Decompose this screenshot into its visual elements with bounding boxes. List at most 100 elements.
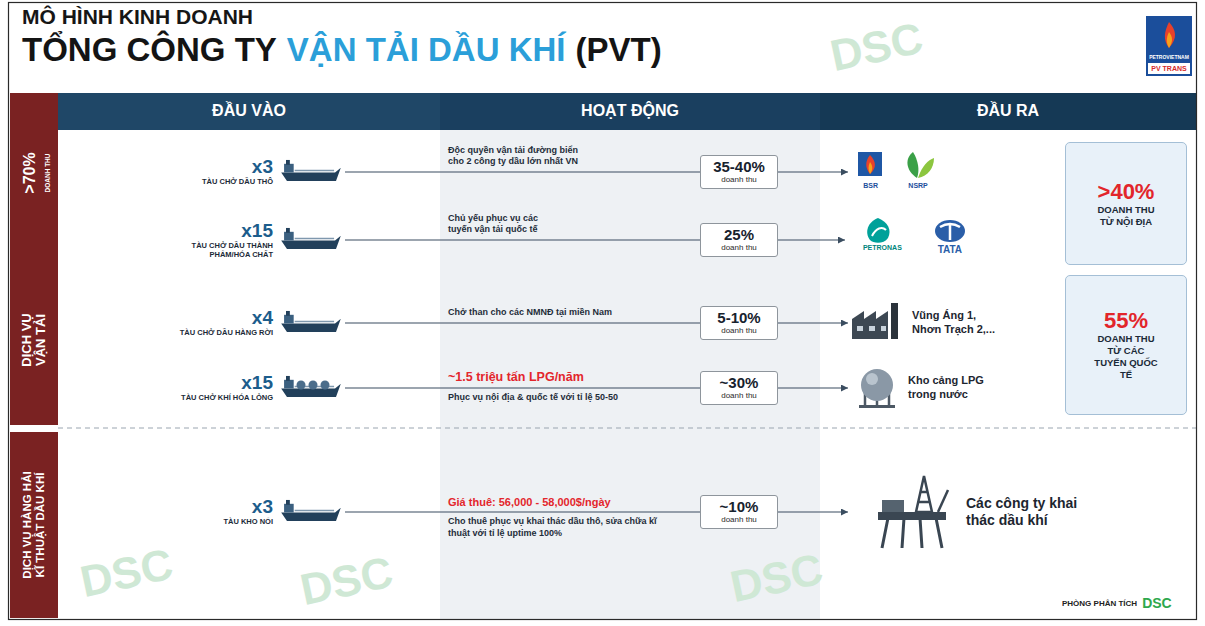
fleet-input: x3TÀU CHỞ DẦU THÔ bbox=[120, 157, 345, 186]
node-text: DOANH THU TỪ CÁC TUYẾN QUỐC TẾ bbox=[1090, 333, 1162, 381]
watermark: DSC bbox=[726, 544, 827, 612]
connector bbox=[778, 387, 848, 388]
title: MÔ HÌNH KINH DOANH bbox=[22, 5, 253, 29]
connector bbox=[778, 239, 845, 240]
customer-output: Kho cảng LPG trong nước bbox=[848, 367, 988, 409]
activity-highlight: Giá thuê: 56,000 - 58,000$/ngày bbox=[448, 496, 611, 508]
revenue-box: ~10%doanh thu bbox=[700, 495, 778, 529]
column-header: ĐẦU RA bbox=[977, 102, 1039, 120]
header-band bbox=[58, 93, 1196, 130]
section-divider bbox=[58, 428, 1196, 429]
node-text: TÀU CHỞ DẦU THÀNH PHẨM/HÓA CHẤT bbox=[153, 241, 273, 260]
revenue-box: 25%doanh thu bbox=[700, 223, 778, 257]
factory-window bbox=[881, 326, 886, 331]
power-plant-icon bbox=[852, 303, 898, 339]
frame bbox=[9, 3, 1197, 620]
revenue-box: 5-10%doanh thu bbox=[700, 306, 778, 340]
node-text: 55% bbox=[1104, 309, 1148, 333]
footer-text: PHÒNG PHÂN TÍCH bbox=[1062, 599, 1137, 608]
connector bbox=[345, 387, 700, 388]
ship-icon bbox=[281, 160, 341, 181]
tank-shine bbox=[866, 373, 878, 385]
node-text: TATA bbox=[938, 244, 962, 255]
activity-note: Cho thuê phục vụ khai thác dầu thô, sửa … bbox=[448, 516, 678, 539]
fleet-input: x15TÀU CHỞ KHÍ HÓA LỎNG bbox=[120, 373, 345, 402]
summary-box: >40%DOANH THU TỪ NỘI ĐỊA bbox=[1065, 142, 1187, 265]
segment-band: DỊCH VỤ HÀNG HẢI KĨ THUẬT DẦU KHÍ bbox=[10, 432, 58, 618]
nsrp-leaf bbox=[907, 152, 918, 178]
node-text: DỊCH VỤ HÀNG HẢI KĨ THUẬT DẦU KHÍ bbox=[21, 468, 47, 583]
node-text: Vũng Áng 1, Nhơn Trạch 2,... bbox=[912, 309, 1002, 337]
petronas-logo bbox=[867, 218, 889, 243]
column-header: ĐẦU VÀO bbox=[212, 102, 286, 120]
fleet-input: x15TÀU CHỞ DẦU THÀNH PHẨM/HÓA CHẤT bbox=[120, 221, 345, 260]
lpg-dome bbox=[297, 381, 306, 390]
logo-text: PETROVIETNAM bbox=[1149, 54, 1189, 60]
activity-note: Chở than cho các NMNĐ tại miền Nam bbox=[448, 307, 688, 319]
rig-legs bbox=[882, 518, 942, 548]
summary-box: 55%DOANH THU TỪ CÁC TUYẾN QUỐC TẾ bbox=[1065, 275, 1187, 415]
column-header: HOẠT ĐỘNG bbox=[581, 102, 679, 120]
node-text: doanh thu bbox=[709, 326, 769, 336]
node-text: DOANH THU bbox=[45, 154, 52, 193]
tank-sphere bbox=[861, 369, 893, 401]
ship-icon bbox=[281, 228, 341, 249]
revenue-box: 35-40%doanh thu bbox=[700, 155, 778, 189]
revenue-box: ~30%doanh thu bbox=[700, 371, 778, 405]
activity-note: Phục vụ nội địa & quốc tế với tỉ lệ 50-5… bbox=[448, 392, 693, 404]
oil-rig-icon bbox=[878, 476, 948, 548]
factory-body bbox=[852, 311, 888, 339]
connector bbox=[778, 322, 848, 323]
rig-flare bbox=[938, 490, 948, 512]
tata-mark bbox=[940, 224, 960, 240]
node-text: x15 bbox=[120, 373, 273, 393]
watermark: DSC bbox=[826, 13, 927, 81]
fleet-input: x3TÀU KHO NỔI bbox=[120, 497, 345, 526]
connector bbox=[345, 171, 700, 172]
node-text: TÀU CHỞ DẦU THÔ bbox=[153, 177, 273, 186]
factory-window bbox=[857, 326, 863, 331]
footer-logo: DSC bbox=[1142, 595, 1172, 611]
node-text: x15 bbox=[120, 221, 273, 241]
factory-window bbox=[869, 326, 875, 331]
node-text: >70% bbox=[22, 152, 38, 193]
connector bbox=[345, 511, 700, 512]
customer-output: Các công ty khai thác dầu khí bbox=[848, 472, 1096, 552]
node-text: TÀU CHỞ DẦU HÀNG RỜI bbox=[153, 328, 273, 337]
title-part: VẬN TẢI DẦU KHÍ bbox=[287, 31, 566, 69]
node-text: doanh thu bbox=[709, 243, 769, 253]
node-text: DỊCH VỤ VẬN TẢI bbox=[20, 305, 49, 375]
node-text: doanh thu bbox=[709, 515, 769, 525]
customer-logos: PETRONAS TATA bbox=[845, 216, 980, 255]
node-text: Kho cảng LPG trong nước bbox=[908, 374, 988, 402]
ship-icon bbox=[281, 311, 341, 332]
factory-chimney bbox=[891, 303, 898, 339]
nsrp-leaf bbox=[918, 158, 934, 178]
title-part: (PVT) bbox=[576, 31, 662, 69]
rig-derrick bbox=[916, 476, 932, 512]
petronas-mark bbox=[872, 228, 886, 236]
node-text: x4 bbox=[120, 308, 273, 328]
node-text: TÀU KHO NỔI bbox=[153, 517, 273, 526]
segment-band: >70% DOANH THU DỊCH VỤ VẬN TẢI bbox=[10, 93, 58, 425]
customer-output: Vũng Áng 1, Nhơn Trạch 2,... bbox=[848, 303, 1002, 343]
node-text: TÀU CHỞ KHÍ HÓA LỎNG bbox=[153, 393, 273, 402]
petrovietnam-logo bbox=[858, 152, 882, 176]
logo-flame bbox=[1167, 32, 1172, 48]
lpg-dome bbox=[309, 381, 318, 390]
ship-icon bbox=[281, 500, 341, 521]
node-text: 35-40% bbox=[709, 159, 769, 176]
node-text: DOANH THU TỪ NỘI ĐỊA bbox=[1092, 204, 1160, 228]
node-text: doanh thu bbox=[709, 391, 769, 401]
middle-column bbox=[440, 130, 820, 619]
node-text: x3 bbox=[120, 497, 273, 517]
company-logo bbox=[1146, 16, 1192, 76]
node-text: doanh thu bbox=[709, 175, 769, 185]
ship-icon bbox=[281, 376, 341, 397]
node-text: ~10% bbox=[709, 499, 769, 516]
node-text: ~30% bbox=[709, 375, 769, 392]
lpg-tank-icon bbox=[859, 369, 895, 408]
tank-base bbox=[859, 405, 895, 408]
node-text: PETRONAS bbox=[863, 244, 902, 251]
node-text: Các công ty khai thác dầu khí bbox=[966, 495, 1096, 530]
